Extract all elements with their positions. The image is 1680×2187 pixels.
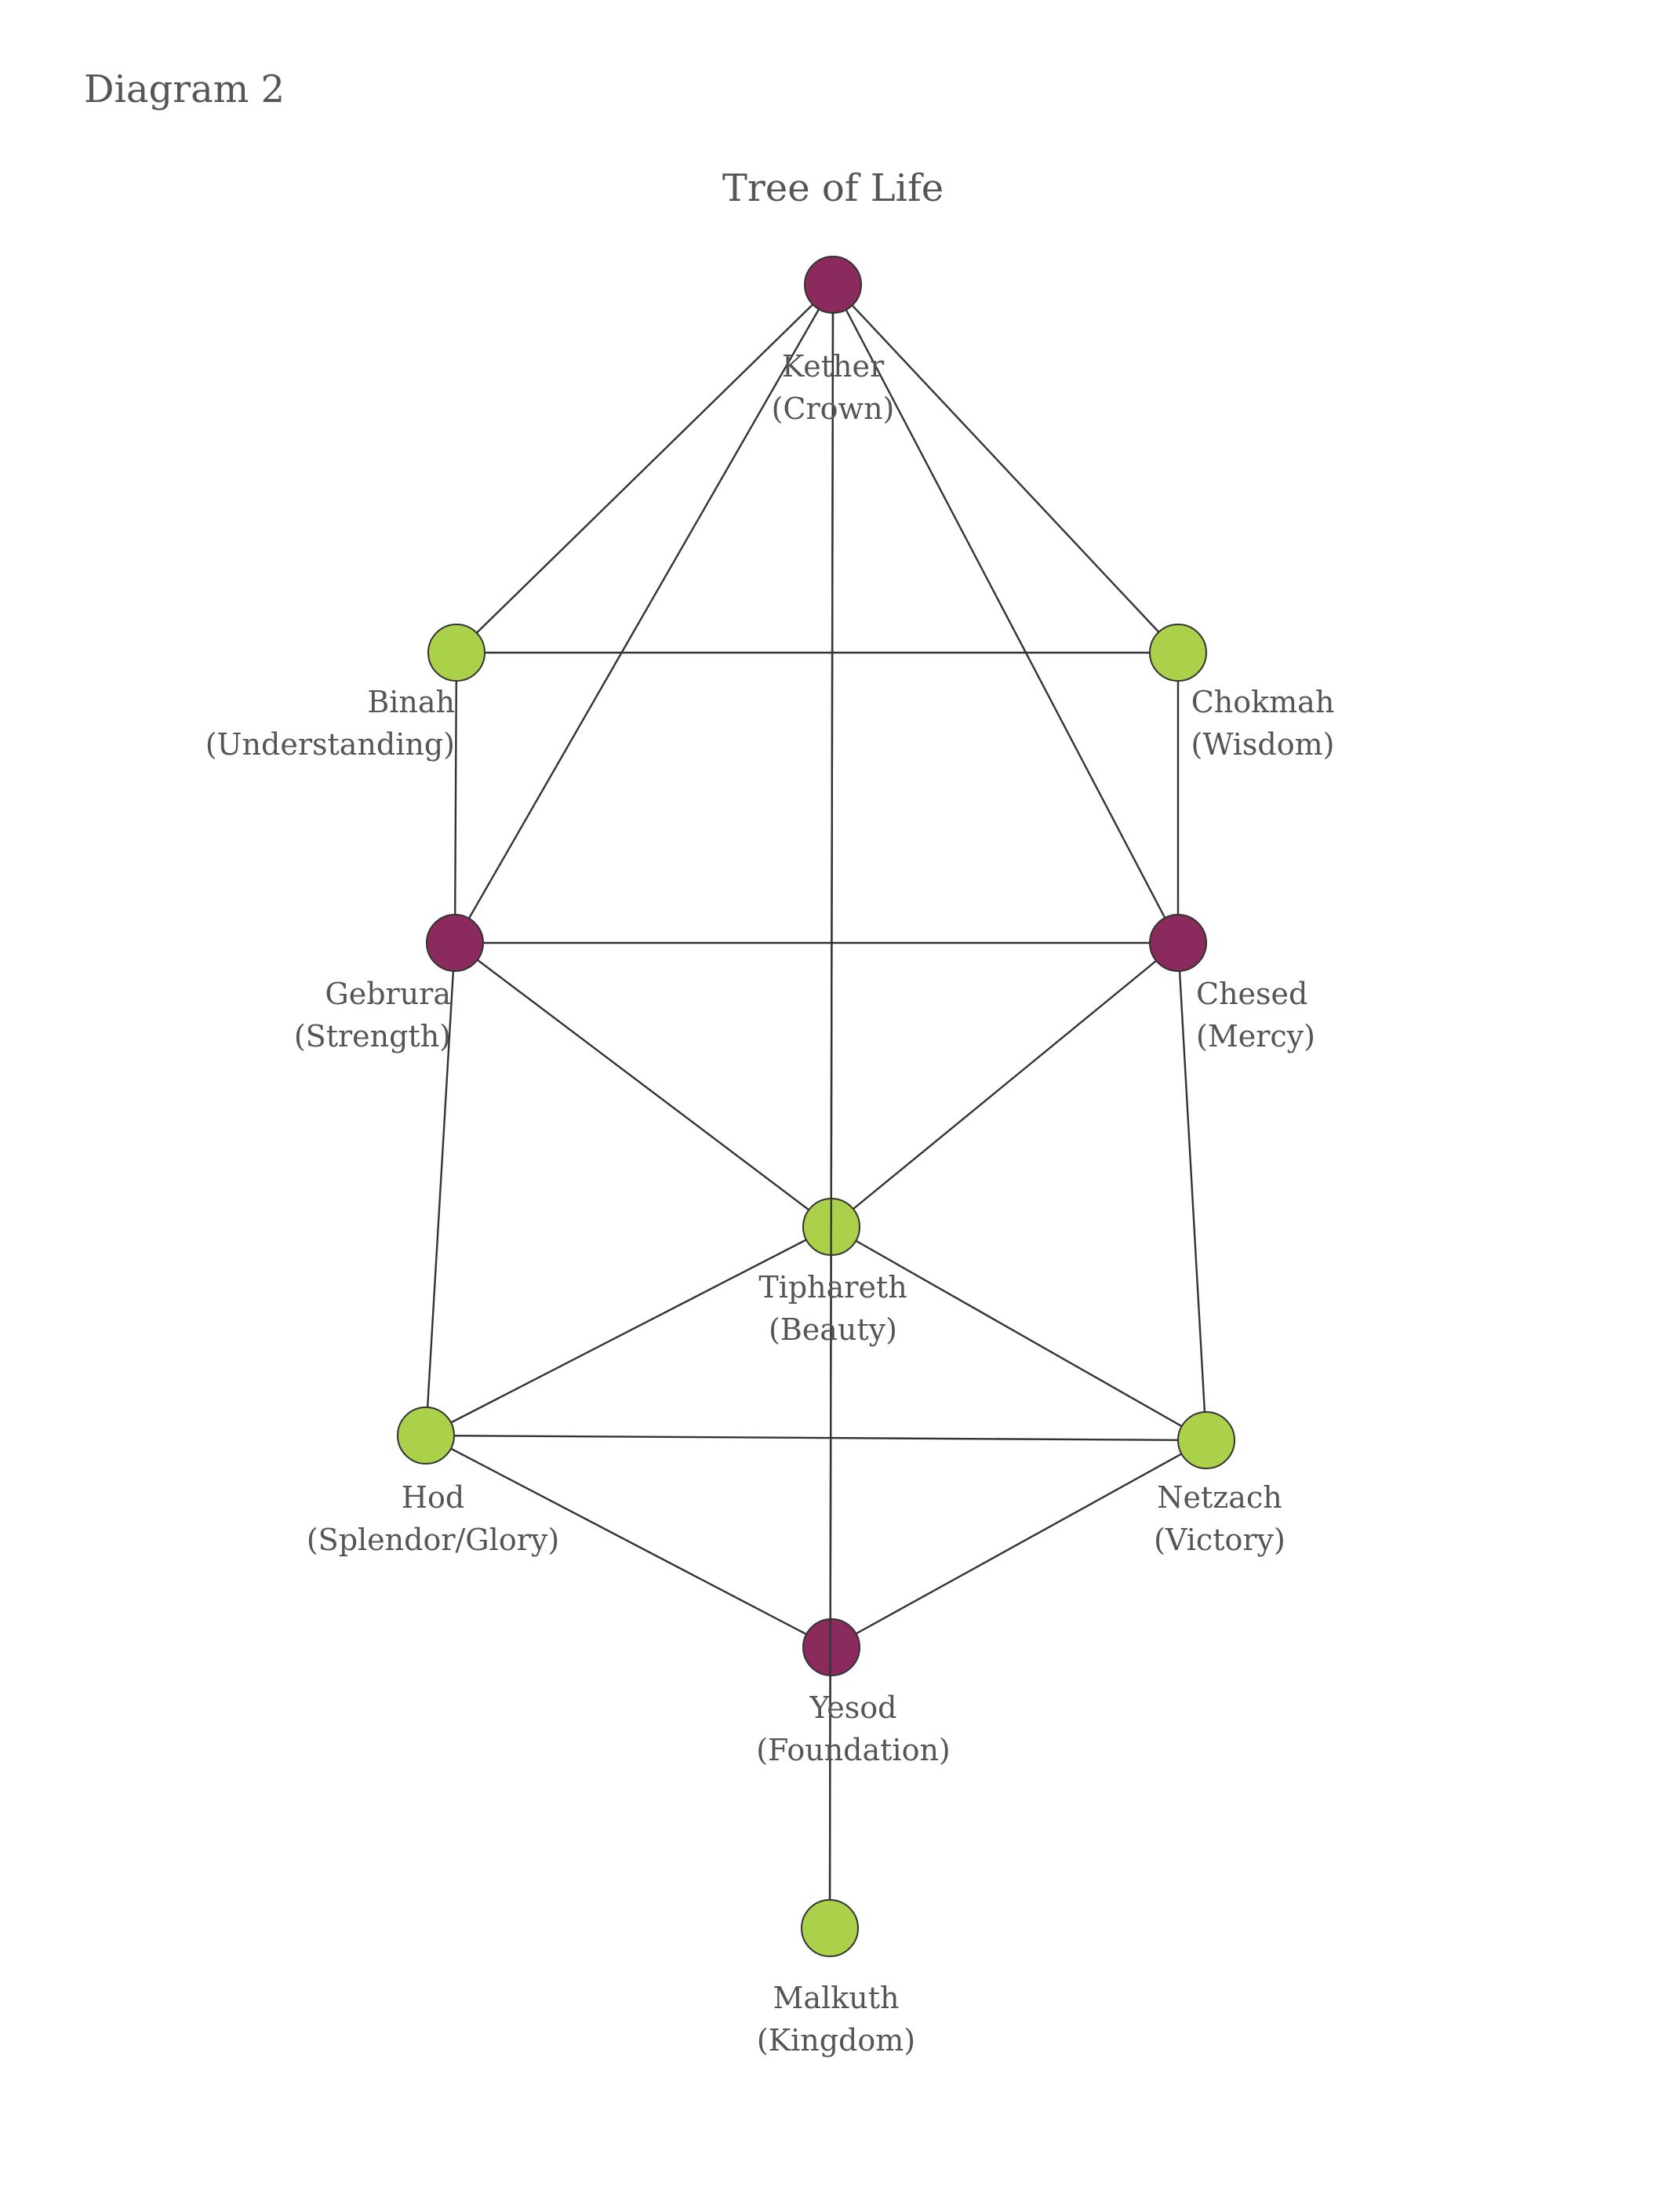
path-hod-yesod — [425, 1434, 832, 1649]
chesed-meaning: (Mercy) — [1196, 1019, 1315, 1053]
path-kether-gebrura — [453, 284, 835, 944]
node-chokmah — [1149, 624, 1207, 682]
label-yesod: Yesod (Foundation) — [756, 1687, 951, 1771]
chokmah-name: Chokmah — [1191, 685, 1335, 719]
netzach-meaning: (Victory) — [1154, 1523, 1285, 1557]
path-kether-chesed — [831, 284, 1180, 944]
kether-meaning: (Crown) — [771, 391, 895, 426]
label-hod: Hod (Splendor/Glory) — [307, 1476, 559, 1561]
middle-pillar-overlay — [828, 312, 835, 1901]
path-tiphareth-hod — [425, 1225, 832, 1437]
label-chokmah: Chokmah (Wisdom) — [1191, 681, 1335, 766]
diagram-number: Diagram 2 — [84, 67, 285, 111]
gebrura-meaning: (Strength) — [293, 1019, 451, 1053]
path-hod-netzach — [425, 1434, 1207, 1442]
netzach-name: Netzach — [1157, 1480, 1282, 1515]
path-kether-chokmah — [832, 284, 1179, 653]
label-chesed: Chesed (Mercy) — [1196, 973, 1315, 1057]
binah-name: Binah — [367, 685, 455, 719]
path-binah-gebrura — [453, 652, 458, 944]
node-netzach — [1177, 1411, 1235, 1469]
malkuth-name: Malkuth — [773, 1981, 900, 2015]
chesed-name: Chesed — [1196, 977, 1308, 1011]
label-tiphareth: Tiphareth (Beauty) — [758, 1266, 907, 1351]
path-netzach-yesod — [831, 1439, 1207, 1649]
tiphareth-name: Tiphareth — [758, 1270, 907, 1305]
paths-layer — [424, 284, 1208, 1929]
malkuth-meaning: (Kingdom) — [756, 2023, 916, 2058]
yesod-name: Yesod — [809, 1690, 897, 1725]
kether-name: Kether — [781, 349, 885, 384]
node-binah — [427, 624, 485, 682]
hod-name: Hod — [401, 1480, 465, 1515]
binah-meaning: (Understanding) — [205, 727, 455, 762]
path-chesed-tiphareth — [831, 942, 1179, 1228]
hod-meaning: (Splendor/Glory) — [306, 1523, 560, 1557]
label-binah: Binah (Understanding) — [205, 681, 455, 766]
label-malkuth: Malkuth (Kingdom) — [757, 1977, 915, 2061]
path-kether-binah — [456, 284, 834, 653]
diagram-title: Tree of Life — [722, 166, 944, 210]
nodes-layer — [397, 256, 1235, 1957]
node-gebrura — [426, 914, 484, 972]
path-chesed-netzach — [1176, 942, 1208, 1441]
tiphareth-meaning: (Beauty) — [769, 1312, 897, 1347]
node-hod — [397, 1406, 455, 1465]
node-yesod — [802, 1618, 860, 1676]
node-malkuth — [801, 1899, 859, 1957]
path-tiphareth-netzach — [831, 1225, 1207, 1442]
path-gebrura-hod — [424, 942, 456, 1436]
node-chesed — [1149, 914, 1207, 972]
gebrura-name: Gebrura — [325, 977, 451, 1011]
yesod-meaning: (Foundation) — [756, 1733, 951, 1767]
node-kether — [804, 256, 862, 314]
label-kether: Kether (Crown) — [772, 345, 895, 430]
chokmah-meaning: (Wisdom) — [1191, 727, 1335, 762]
path-gebrura-tiphareth — [454, 942, 832, 1228]
label-netzach: Netzach (Victory) — [1154, 1476, 1285, 1561]
label-gebrura: Gebrura (Strength) — [294, 973, 451, 1057]
